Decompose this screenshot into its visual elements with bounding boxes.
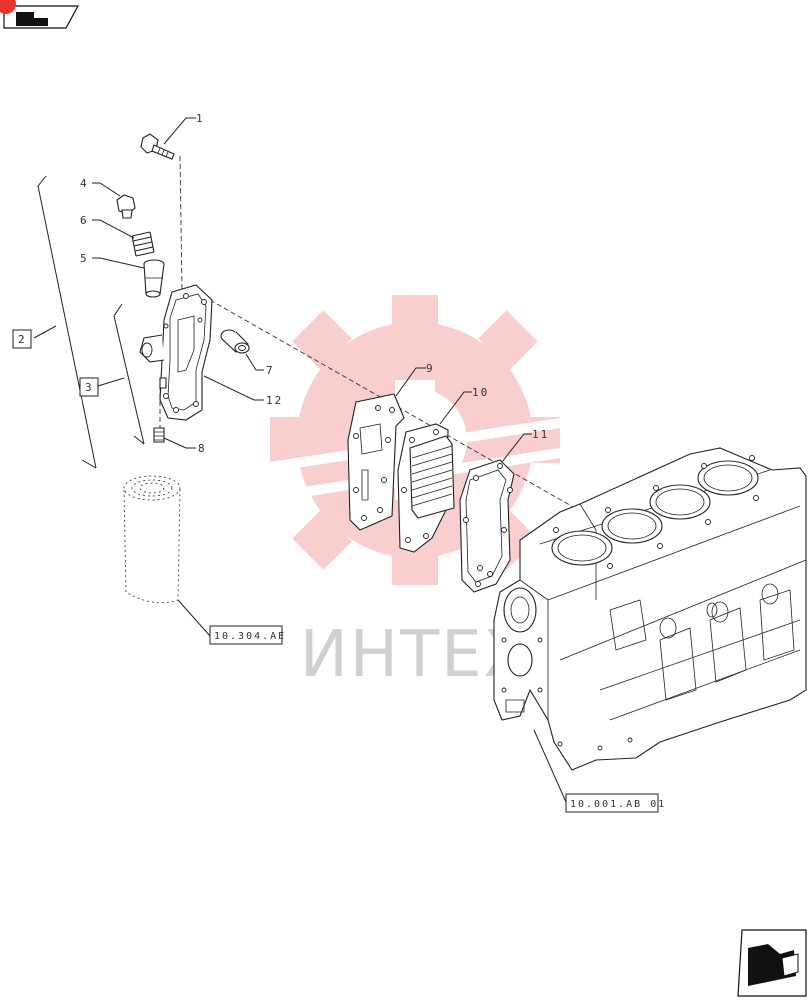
gasket-11-part (459, 459, 515, 593)
gasket-9-part (347, 393, 405, 531)
callout-8: 8 (198, 442, 207, 455)
spring-part (131, 231, 155, 257)
filter-head-housing-part (139, 284, 213, 421)
bushing-part (220, 329, 250, 354)
bolt-part (140, 133, 175, 160)
callout-9: 9 (426, 362, 435, 375)
engine-block-part (493, 447, 807, 771)
stud-part (153, 427, 165, 443)
svg-text:10.001.AB 01: 10.001.AB 01 (570, 799, 666, 810)
callout-5: 5 (80, 252, 89, 265)
callout-box-3[interactable]: 3 (79, 377, 99, 397)
watermark-text: ИНТЕХ (300, 618, 529, 692)
svg-text:2: 2 (18, 333, 27, 346)
callout-box-2[interactable]: 2 (12, 329, 32, 349)
next-page-button[interactable] (737, 929, 807, 997)
svg-text:10.304.AE: 10.304.AE (214, 631, 286, 642)
prev-page-button[interactable] (3, 5, 80, 29)
plug-part (116, 194, 136, 219)
oil-filter-reference-link[interactable]: 10.304.AE (209, 625, 286, 645)
callout-11: 11 (532, 428, 549, 441)
oil-filter-part (123, 475, 181, 604)
callout-labels: 1 4 6 5 7 12 8 9 10 11 (80, 112, 549, 455)
engine-block-reference-link[interactable]: 10.001.AB 01 (565, 793, 666, 813)
callout-1: 1 (196, 112, 205, 125)
leader-lines (92, 117, 567, 803)
callout-6: 6 (80, 214, 89, 227)
svg-text:3: 3 (85, 381, 94, 394)
next-page-arrow-icon (748, 944, 799, 986)
callout-4: 4 (80, 177, 89, 190)
callout-7: 7 (266, 364, 275, 377)
oil-cooler-core-part (397, 423, 455, 553)
valve-plunger-part (143, 259, 165, 298)
callout-12: 12 (266, 394, 283, 407)
grouping-lines (33, 175, 145, 469)
callout-10: 10 (472, 386, 489, 399)
prev-page-arrow-icon (16, 12, 48, 26)
corner-badge (0, 0, 16, 14)
